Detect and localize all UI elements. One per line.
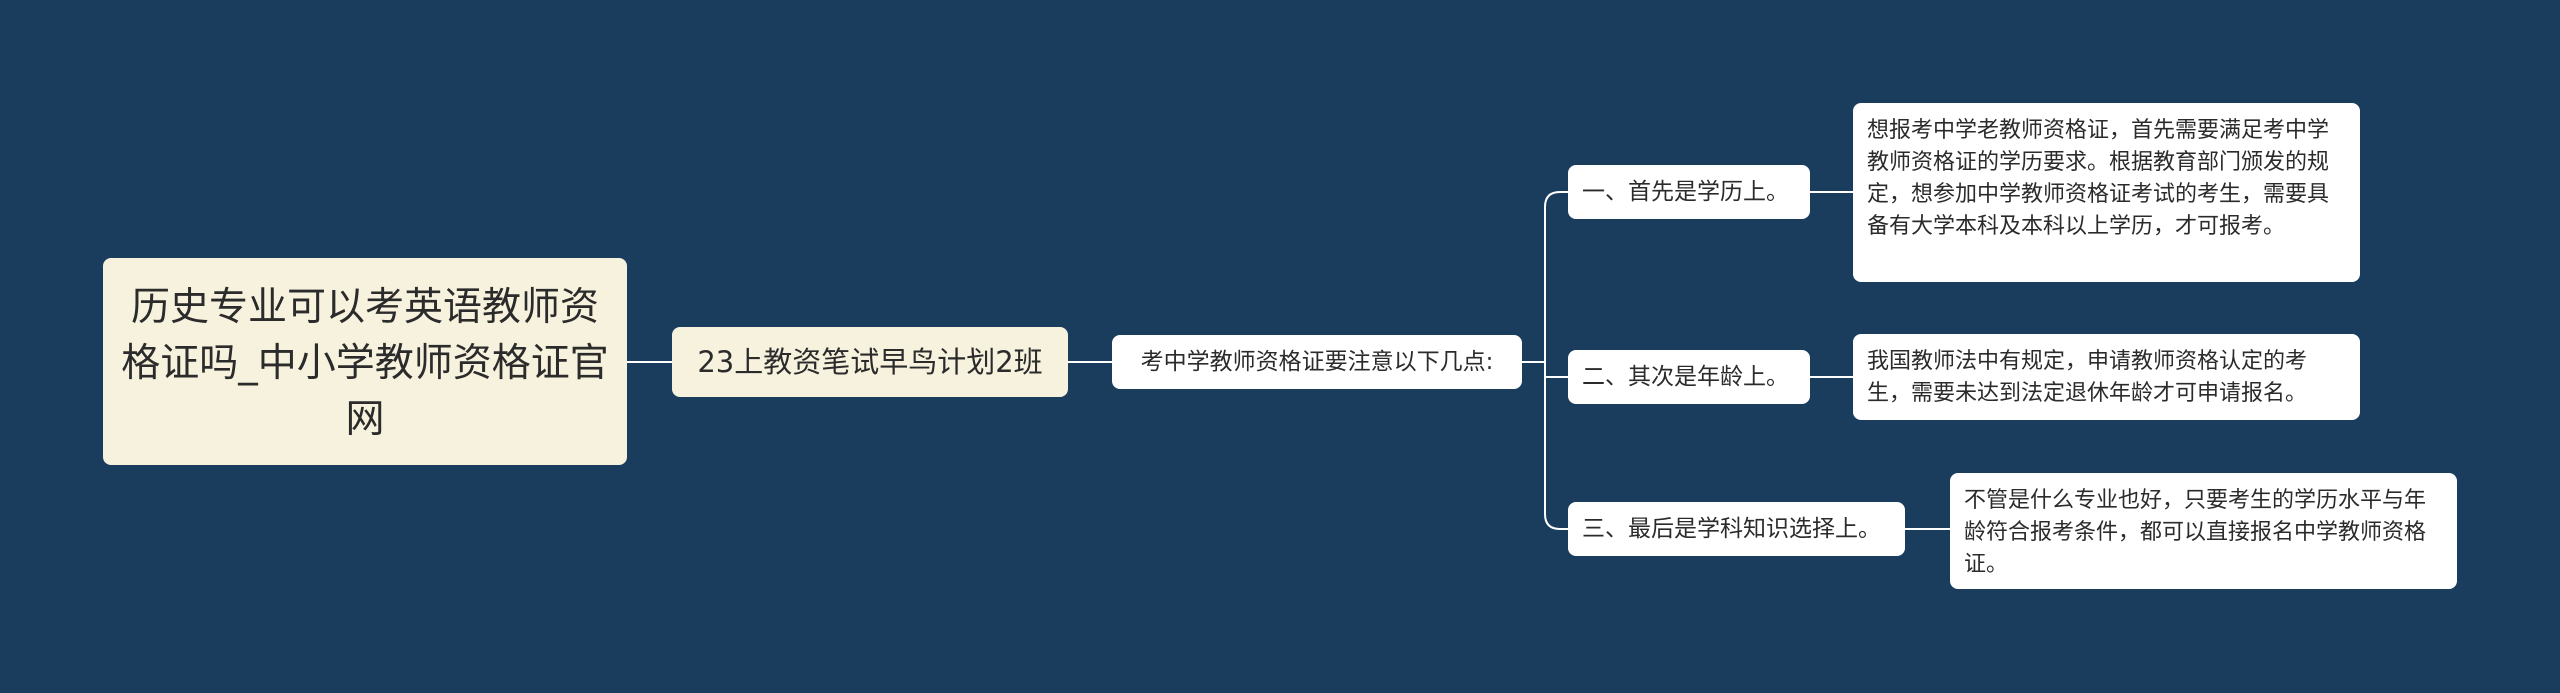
detail-node-subject[interactable]: 不管是什么专业也好，只要考生的学历水平与年龄符合报考条件，都可以直接报名中学教师… bbox=[1950, 473, 2457, 589]
level2-topic-text: 考中学教师资格证要注意以下几点: bbox=[1140, 349, 1494, 375]
root-topic-node[interactable]: 历史专业可以考英语教师资格证吗_中小学教师资格证官网 bbox=[103, 258, 627, 465]
point-label: 三、最后是学科知识选择上。 bbox=[1582, 516, 1881, 542]
point-label: 一、首先是学历上。 bbox=[1582, 179, 1789, 205]
point-node-age[interactable]: 二、其次是年龄上。 bbox=[1568, 350, 1810, 404]
connector-level2-branches bbox=[1522, 191, 1568, 530]
level1-topic-node[interactable]: 23上教资笔试早鸟计划2班 bbox=[672, 327, 1068, 397]
detail-text: 我国教师法中有规定，申请教师资格认定的考生，需要未达到法定退休年龄才可申请报名。 bbox=[1867, 349, 2308, 406]
detail-node-age[interactable]: 我国教师法中有规定，申请教师资格认定的考生，需要未达到法定退休年龄才可申请报名。 bbox=[1853, 334, 2360, 420]
level1-topic-text: 23上教资笔试早鸟计划2班 bbox=[697, 345, 1043, 379]
point-node-subject[interactable]: 三、最后是学科知识选择上。 bbox=[1568, 502, 1905, 556]
level2-topic-node[interactable]: 考中学教师资格证要注意以下几点: bbox=[1112, 335, 1522, 389]
detail-text: 不管是什么专业也好，只要考生的学历水平与年龄符合报考条件，都可以直接报名中学教师… bbox=[1964, 488, 2427, 577]
root-topic-text: 历史专业可以考英语教师资格证吗_中小学教师资格证官网 bbox=[121, 285, 609, 442]
point-label: 二、其次是年龄上。 bbox=[1582, 364, 1789, 390]
detail-text: 想报考中学老教师资格证，首先需要满足考中学教师资格证的学历要求。根据教育部门颁发… bbox=[1867, 118, 2330, 239]
detail-node-education[interactable]: 想报考中学老教师资格证，首先需要满足考中学教师资格证的学历要求。根据教育部门颁发… bbox=[1853, 103, 2360, 282]
point-node-education[interactable]: 一、首先是学历上。 bbox=[1568, 165, 1810, 219]
